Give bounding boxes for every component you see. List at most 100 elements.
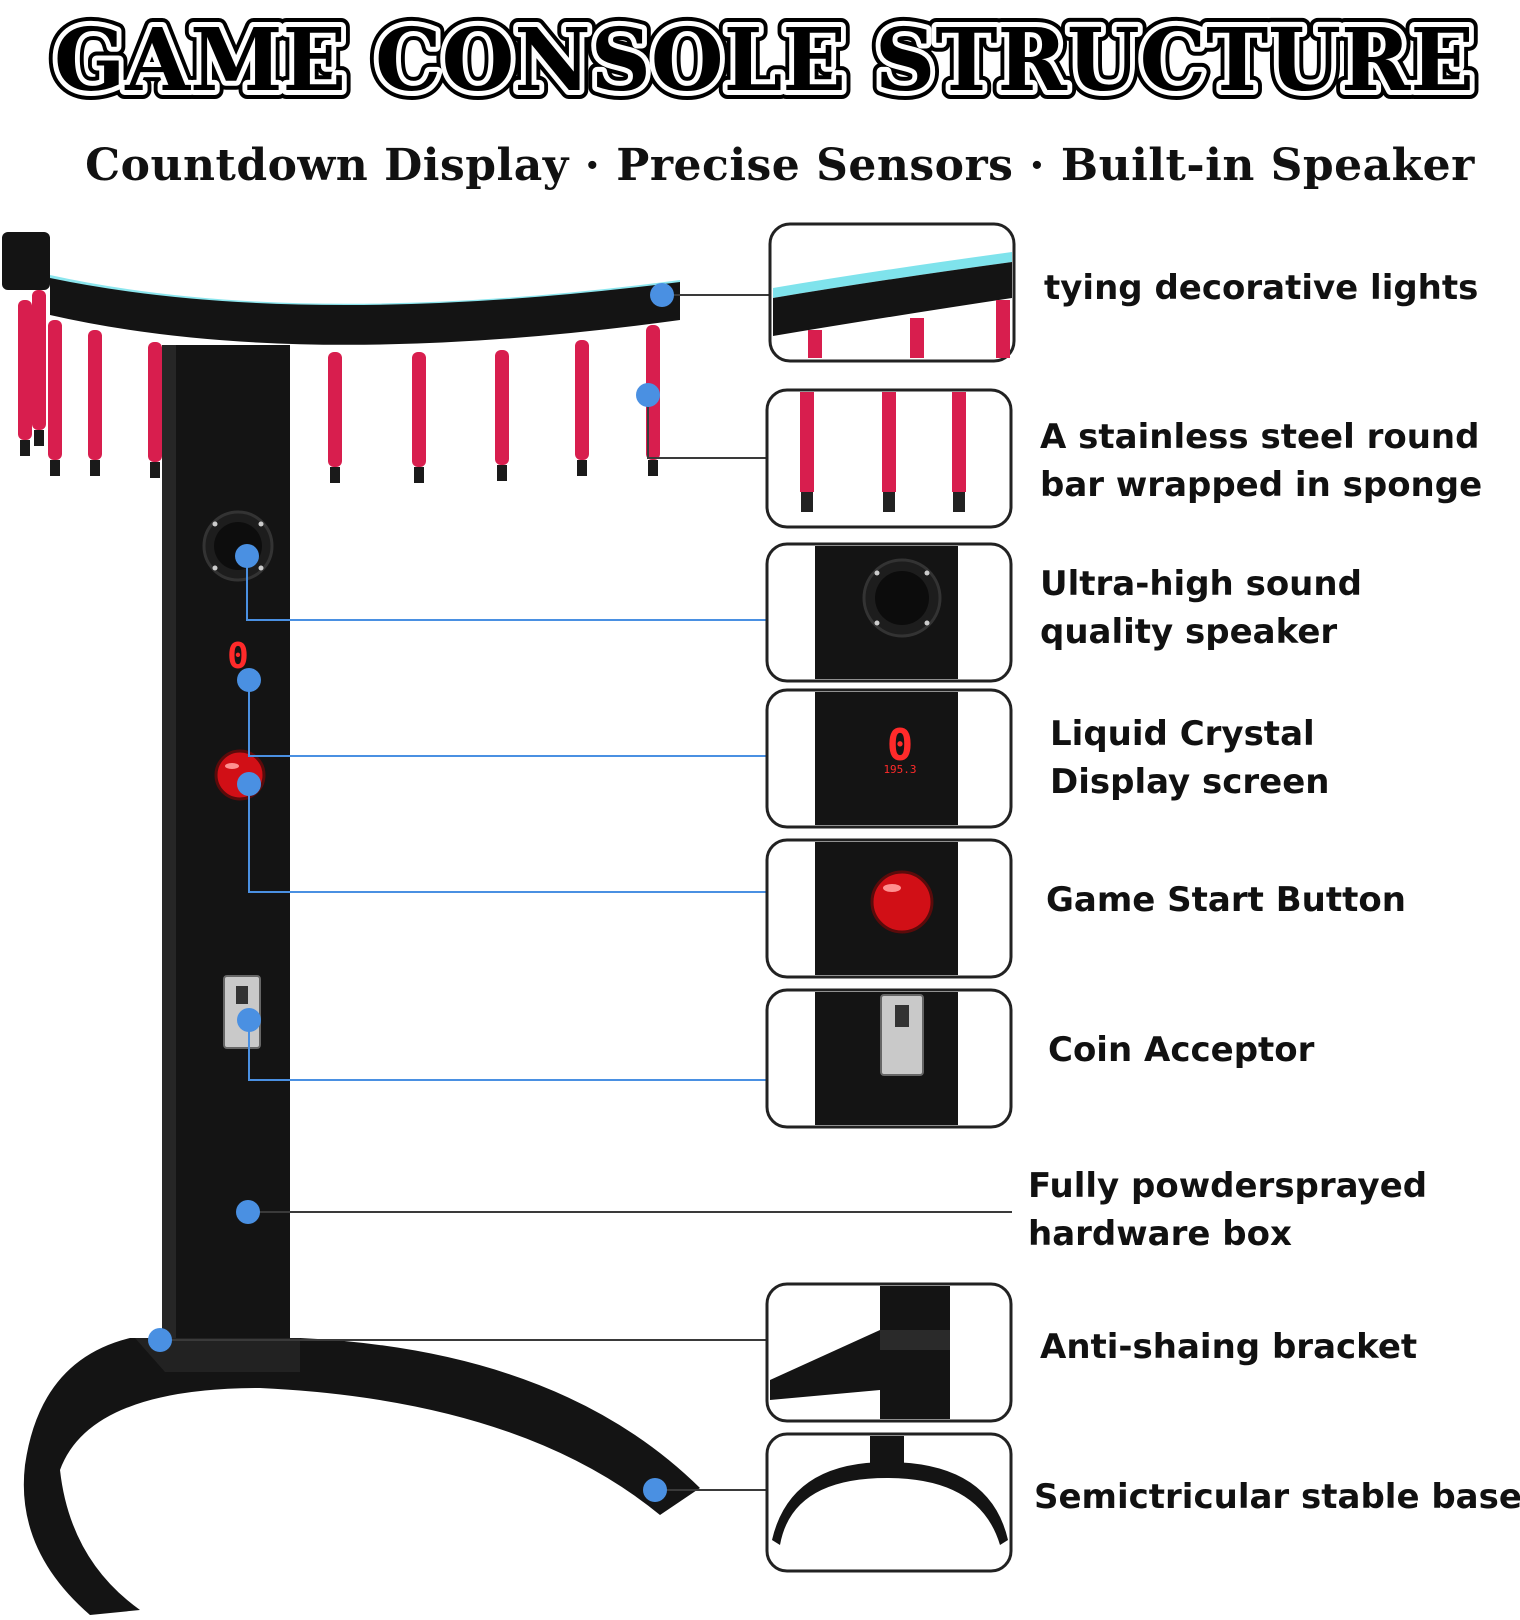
thumb-bar [910,318,924,358]
thumb-bar-end [953,492,965,512]
thumb-button-cap [870,870,934,934]
sponge-bar-end [330,467,340,483]
sponge-bar [328,352,342,467]
thumb-bar-end [801,492,813,512]
sponge-bar [18,300,32,440]
page-title: GAME CONSOLE STRUCTURE [54,10,1474,110]
thumb-column [870,1436,904,1466]
bracket-plate [135,1338,300,1372]
thumb-bars [765,388,1013,529]
thumb-bracket [765,1282,1013,1423]
label-display: Liquid Crystal Display screen [1050,710,1330,806]
thumb-display: 0 195.3 [765,688,1013,829]
thumb-lcd-value: 195.3 [883,763,916,776]
start-button-shine [225,763,239,769]
label-bars: A stainless steel round bar wrapped in s… [1040,413,1482,509]
title-outline: GAME CONSOLE STRUCTURE [54,10,1474,110]
label-line: Coin Acceptor [1048,1030,1315,1070]
subtitle: Countdown Display · Precise Sensors · Bu… [85,140,1475,191]
sponge-bar-end [34,430,44,446]
sponge-bars [18,290,660,483]
sponge-bar [412,352,426,467]
thumb-ring [773,262,1012,336]
thumb-speaker-screw [924,570,930,576]
connector-display [248,680,767,757]
connector-bars [647,395,767,459]
thumb-bar-end [883,492,895,512]
label-line: Semictricular stable base [1034,1477,1520,1517]
thumb-button-shine [883,884,901,892]
marker-base [643,1478,667,1502]
label-line: Ultra-high sound [1040,564,1362,604]
detail-thumbnails: 0 195.3 [765,222,1016,1573]
connector-coin [248,1020,767,1081]
thumb-coin [765,988,1013,1129]
label-line: Game Start Button [1046,880,1406,920]
sponge-bar [148,342,162,462]
speaker-screw [212,521,218,527]
sponge-bar-end [150,462,160,478]
label-line: tying decorative lights [1044,268,1479,308]
thumb-speaker-screw [924,620,930,626]
sponge-bar [48,320,62,460]
ring-end-cap [2,232,50,290]
title-banner: GAME CONSOLE STRUCTURE GAME CONSOLE STRU… [24,1,1504,120]
speaker-screw [258,565,264,571]
top-ring [2,232,680,345]
thumb-base [765,1432,1013,1573]
label-line: quality speaker [1040,612,1338,652]
marker-bracket [148,1328,172,1352]
thumb-bracket-arm [770,1330,880,1400]
thumb-bar [800,392,814,492]
callout-markers [148,283,674,1502]
base-arc [23,1338,700,1615]
label-coin: Coin Acceptor [1048,1026,1314,1074]
thumb-bar [996,300,1010,358]
thumb-column [815,692,958,825]
speaker-component [202,510,274,582]
sponge-bar-end [50,460,60,476]
connector-speaker [246,556,767,621]
vertical-column [162,345,290,1340]
label-line: Display screen [1050,762,1330,802]
thumb-bar [882,392,896,492]
label-line: Anti-shaing bracket [1040,1327,1418,1367]
connector-button [248,784,767,893]
title-halo: GAME CONSOLE STRUCTURE [54,10,1474,110]
sponge-bar [88,330,102,460]
label-line: hardware box [1028,1214,1292,1254]
label-line: Fully powdersprayed [1028,1166,1428,1206]
marker-coin [237,1008,261,1032]
thumb-coin-slot [895,1005,909,1027]
marker-bars [636,383,660,407]
speaker-screw [212,565,218,571]
thumb-lcd-digit: 0 [887,720,914,771]
label-lights: tying decorative lights [1044,264,1478,312]
thumb-button [765,838,1013,979]
sponge-bar [575,340,589,460]
sponge-bar-end [648,460,658,476]
lcd-digit: 0 [227,636,249,677]
lcd-component: 0 [227,636,249,677]
thumb-speaker-cone [875,571,929,625]
thumb-speaker-screw [874,570,880,576]
ring-body [50,278,680,345]
coin-slot [236,986,248,1004]
base-arc-shape [23,1338,700,1615]
label-line: A stainless steel round [1040,417,1480,457]
sponge-bar-end [497,465,507,481]
label-base: Semictricular stable base [1034,1473,1520,1521]
label-line: bar wrapped in sponge [1040,465,1483,505]
thumb-speaker-screw [874,620,880,626]
label-bracket: Anti-shaing bracket [1040,1323,1417,1371]
thumb-glow [773,252,1012,298]
speaker-screw [258,521,264,527]
marker-button [237,772,261,796]
marker-box [236,1200,260,1224]
label-button: Game Start Button [1046,876,1406,924]
label-speaker: Ultra-high sound quality speaker [1040,560,1362,656]
sponge-bar [32,290,46,430]
marker-lights [650,283,674,307]
marker-speaker [235,544,259,568]
